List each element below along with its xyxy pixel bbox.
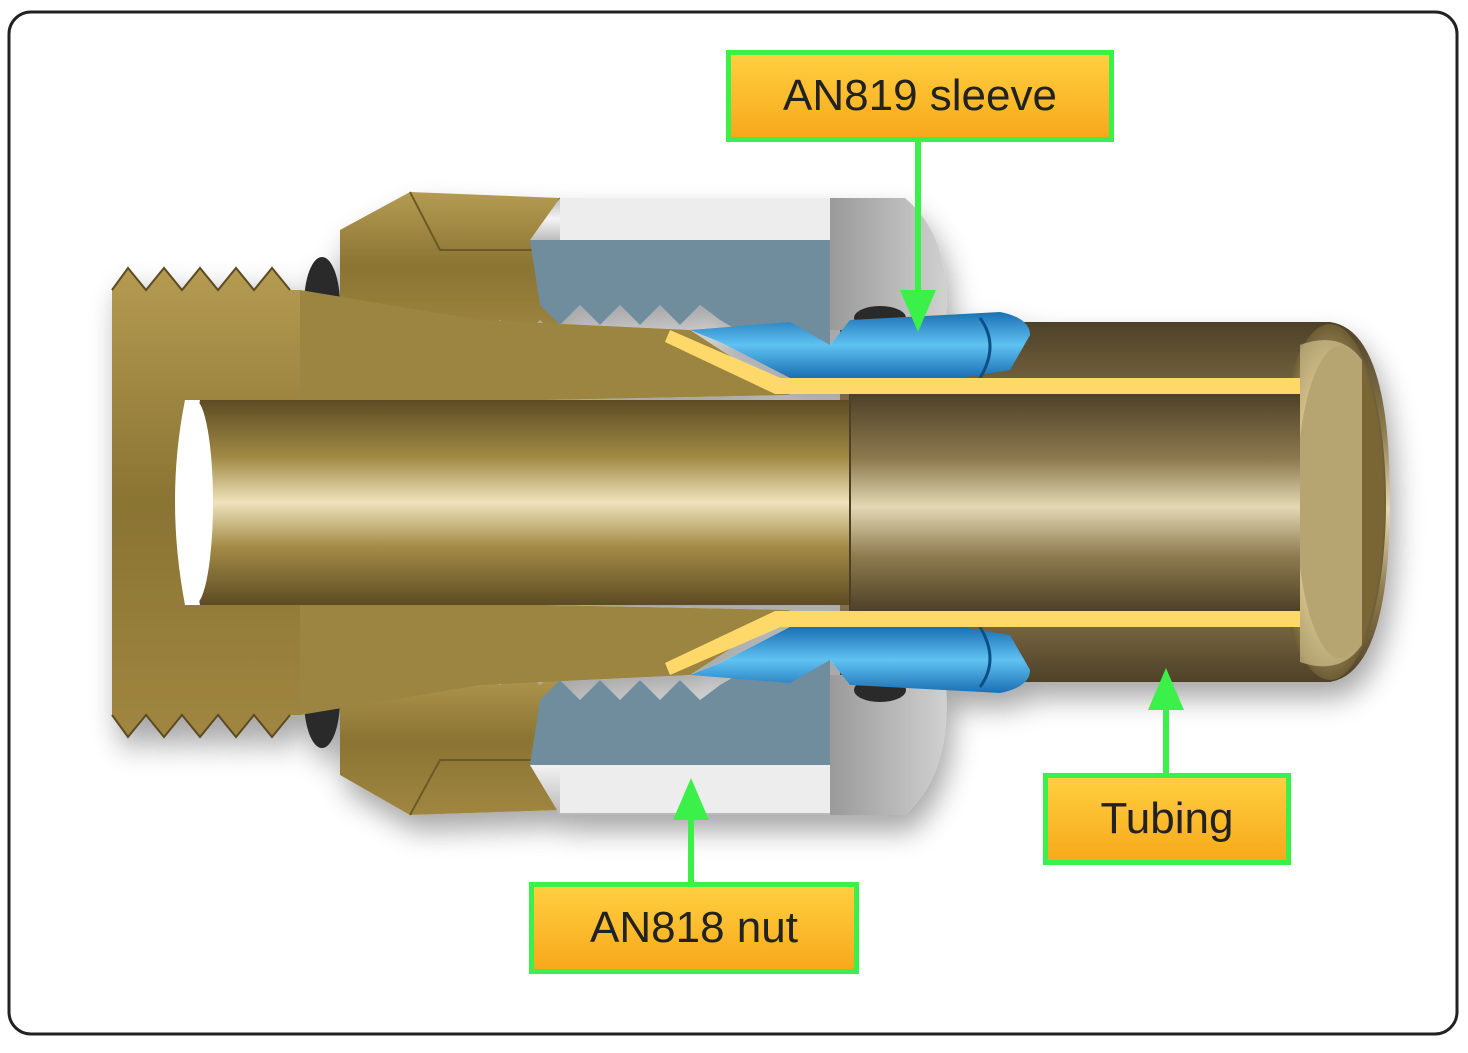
arrow-down-icon: [900, 290, 936, 332]
fitting-cone-top: [300, 290, 790, 405]
nut-end-face-bottom: [830, 675, 947, 815]
tube-wall-bottom: [665, 611, 1300, 675]
fitting-hex-body: [340, 192, 560, 340]
nut-label: AN818 nut: [590, 903, 798, 952]
tubing-label: Tubing: [1100, 794, 1234, 843]
sleeve-label: AN819 sleeve: [783, 71, 1057, 120]
sleeve-arrow-shaft: [915, 138, 921, 298]
fitting-assembly: [111, 191, 1390, 816]
tubing-arrow-shaft: [1163, 700, 1169, 775]
callout-tubing: Tubing: [1043, 773, 1291, 865]
fitting-cone-bottom: [300, 600, 790, 715]
arrow-up-icon: [673, 778, 709, 820]
sleeve-bottom: [690, 627, 1030, 693]
callout-sleeve: AN819 sleeve: [726, 50, 1114, 142]
sleeve-top: [690, 312, 1030, 378]
callout-arrows: [673, 138, 1184, 884]
arrow-up-icon: [1148, 668, 1184, 710]
callout-nut: AN818 nut: [529, 882, 859, 974]
fitting-bore: [185, 400, 850, 605]
tube-wall-top: [665, 330, 1300, 394]
nut-arrow-shaft: [688, 812, 694, 884]
